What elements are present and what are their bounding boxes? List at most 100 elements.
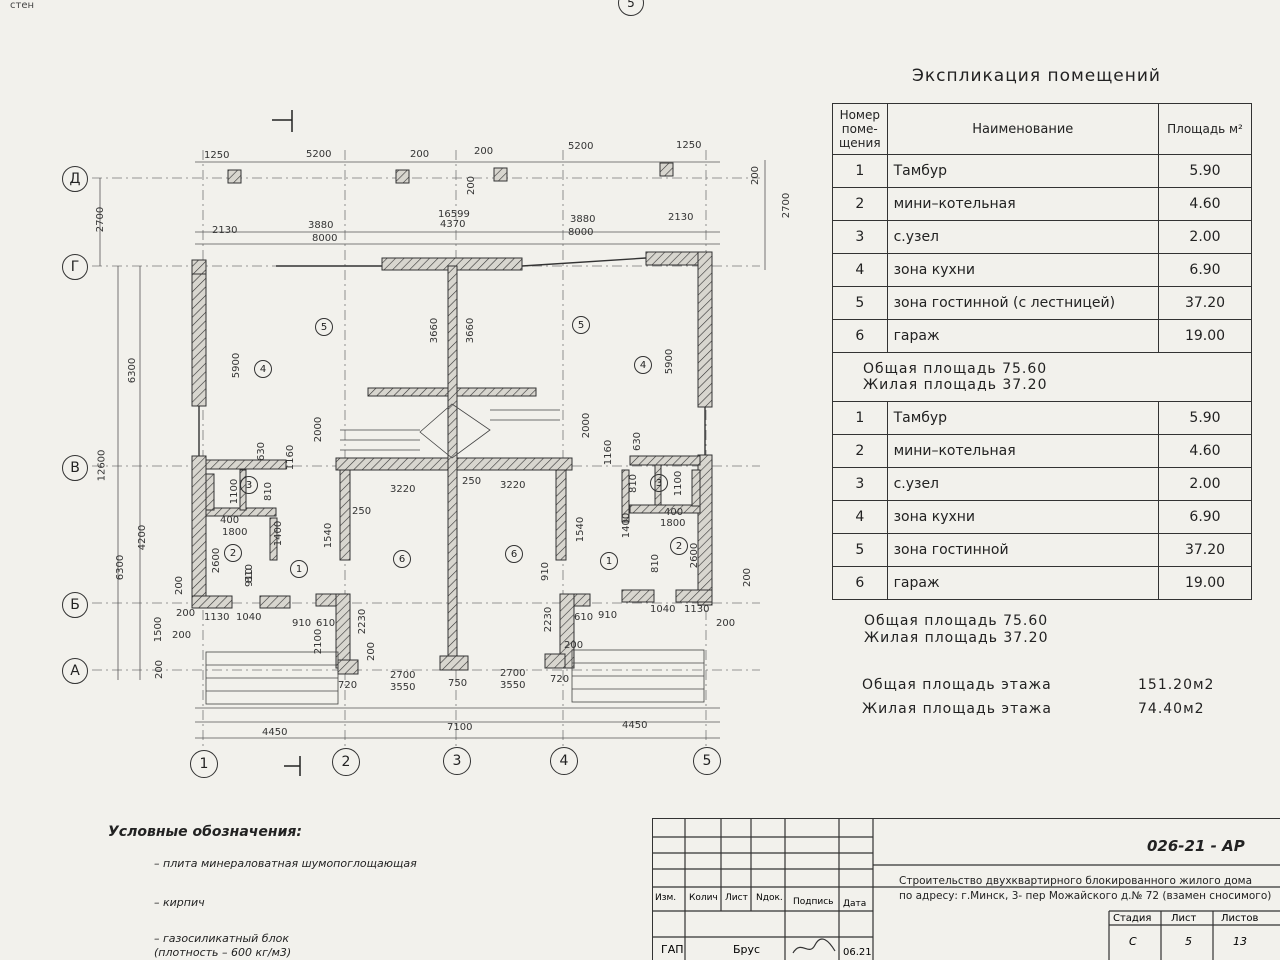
dim-text: 7100	[447, 722, 473, 733]
row-area: 2.00	[1158, 467, 1252, 501]
dim-text: 720	[338, 680, 358, 691]
dim-text: 1540	[323, 522, 335, 549]
dim-text: 910	[244, 567, 256, 588]
dim-text: 6300	[115, 554, 127, 581]
dim-text: 4370	[440, 219, 466, 230]
row-name: Тамбур	[886, 154, 1160, 188]
row-area: 5.90	[1158, 154, 1252, 188]
axis-label: Б	[70, 597, 80, 613]
dim-text: 200	[750, 165, 762, 186]
dim-text: 400	[220, 515, 240, 526]
dim-text: 200	[742, 567, 754, 588]
sheets-value: 13	[1233, 935, 1247, 948]
title-block: 026-21 - АР Строительство двухквартирног…	[652, 818, 1280, 960]
dim-text: 610	[316, 618, 336, 629]
floor-living-value: 74.40м2	[1138, 701, 1205, 717]
dim-text: 1250	[204, 150, 230, 161]
dim-text: 5900	[664, 348, 676, 375]
axis-bubble-a: А	[62, 658, 88, 684]
dim-text: 200	[172, 630, 192, 641]
floor-total-label: Общая площадь этажа	[862, 677, 1052, 693]
axis-label: Г	[70, 259, 80, 275]
windows	[198, 257, 706, 456]
legend-title: Условные обозначения:	[108, 824, 302, 840]
author-name: Брус	[733, 943, 761, 956]
room-number: 2	[670, 537, 688, 555]
dim-text: 2130	[668, 212, 694, 223]
dimension-lines	[99, 160, 766, 739]
legend-item-mineral-wool: – плита минераловатная шумопоглощающая	[154, 857, 417, 870]
stage-value: С	[1129, 935, 1137, 948]
dim-text: 2700	[95, 206, 107, 233]
row-num: 4	[832, 500, 888, 534]
row-area: 19.00	[1158, 319, 1252, 353]
dim-text: 200	[410, 149, 430, 160]
dim-text: 8000	[312, 233, 338, 244]
dim-text: 610	[574, 612, 594, 623]
dim-text: 630	[256, 441, 268, 462]
dim-text: 1500	[153, 616, 165, 643]
explication-title: Экспликация помещений	[912, 66, 1161, 86]
axis-bubble-b: Б	[62, 592, 88, 618]
sheet-number: 5	[627, 0, 635, 10]
walls	[191, 251, 713, 675]
dim-text: 1800	[222, 527, 248, 538]
dim-text: 200	[564, 640, 584, 651]
row-area: 37.20	[1158, 286, 1252, 320]
row-num: 1	[832, 154, 888, 188]
totals-row: Общая площадь 75.60 Жилая площадь 37.20	[832, 352, 1252, 402]
row-area: 5.90	[1158, 401, 1252, 435]
dim-text: 3220	[500, 480, 526, 491]
dim-text: 1160	[285, 444, 297, 471]
dim-text: 3660	[465, 317, 477, 344]
header-name: Наименование	[886, 103, 1160, 155]
header-number: Номер поме- щения	[832, 103, 888, 155]
project-desc-line2: по адресу: г.Минск, 3- пер Можайского д.…	[899, 890, 1272, 902]
axis-bubble-d: Д	[62, 166, 88, 192]
total-area-b: Общая площадь 75.60	[864, 613, 1049, 629]
axis-bubble-v: В	[62, 455, 88, 481]
dim-text: 1040	[236, 612, 262, 623]
dim-text: 200	[474, 146, 494, 157]
table-header: Номер поме- щения Наименование Площадь м…	[832, 103, 1252, 155]
row-num: 2	[832, 434, 888, 468]
top-edge-label: стен	[10, 0, 35, 11]
axis-label: 4	[559, 753, 569, 769]
row-name: мини–котельная	[886, 187, 1160, 221]
legend-item-gas-block: – газосиликатный блок (плотность – 600 к…	[154, 932, 292, 959]
col-kolich: Колич	[689, 893, 718, 903]
row-name: зона кухни	[886, 253, 1160, 287]
row-area: 2.00	[1158, 220, 1252, 254]
living-area-a: Жилая площадь 37.20	[863, 377, 1048, 393]
stamp-grid	[653, 819, 1280, 960]
dim-text: 2700	[500, 668, 526, 679]
dim-text: 1250	[676, 140, 702, 151]
row-name: гараж	[886, 319, 1160, 353]
col-podpis: Подпись	[793, 897, 834, 907]
row-name: с.узел	[886, 467, 1160, 501]
row-name: гараж	[886, 566, 1160, 600]
dim-text: 4450	[622, 720, 648, 731]
sheets-label: Листов	[1221, 913, 1259, 924]
row-name: мини–котельная	[886, 434, 1160, 468]
axis-label: 3	[452, 753, 462, 769]
row-num: 3	[832, 220, 888, 254]
row-area: 4.60	[1158, 187, 1252, 221]
project-code: 026-21 - АР	[1147, 837, 1245, 855]
dim-text: 1540	[575, 516, 587, 543]
axis-bubble-2: 2	[332, 748, 360, 776]
floor-living-label: Жилая площадь этажа	[862, 701, 1053, 717]
dim-text: 2000	[581, 412, 593, 439]
dim-text: 1040	[650, 604, 676, 615]
dim-text: 1100	[229, 478, 241, 505]
dim-text: 250	[462, 476, 482, 487]
